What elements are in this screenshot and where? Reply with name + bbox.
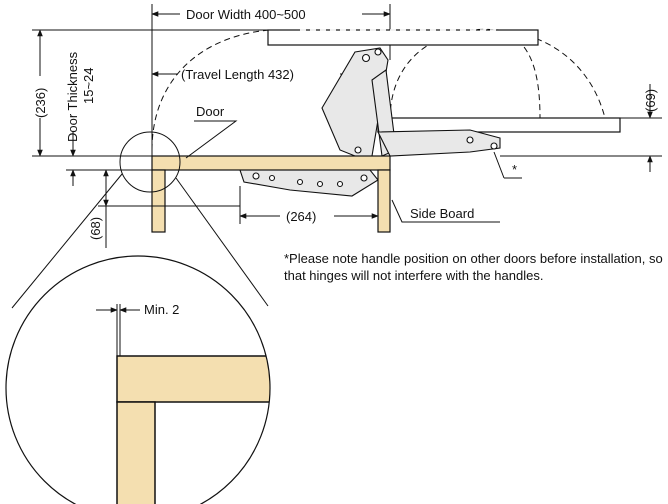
- travel-length-label: (Travel Length 432): [181, 67, 294, 82]
- width-264-dimension: (264): [239, 186, 379, 224]
- side-board-label-group: Side Board: [391, 199, 500, 223]
- magnified-side-panel: [116, 401, 156, 504]
- door-thickness-range: 15~24: [81, 67, 96, 104]
- asterisk-label: *: [512, 162, 517, 177]
- door-label: Door: [196, 104, 225, 119]
- door-thickness-dimension: Door Thickness 15~24: [65, 51, 152, 186]
- height-69-label: (69): [643, 89, 658, 112]
- travel-length-dimension: (Travel Length 432): [151, 67, 359, 82]
- left-side-panel: [151, 169, 166, 233]
- side-board-panel: [377, 169, 391, 233]
- height-236-label: (236): [33, 88, 48, 118]
- height-68-label: (68): [88, 217, 103, 240]
- height-68-dimension: (68): [88, 169, 240, 248]
- detail-callout: [11, 131, 269, 309]
- door-thickness-title: Door Thickness: [65, 51, 80, 142]
- door-panel: [151, 155, 391, 171]
- door-width-dimension: Door Width 400~500: [151, 4, 391, 156]
- door-width-label: Door Width 400~500: [186, 7, 306, 22]
- min-gap-label: Min. 2: [144, 302, 179, 317]
- open-door-panels: [267, 29, 621, 133]
- height-69-dimension: (69): [500, 84, 662, 172]
- door-label-group: Door: [185, 104, 238, 159]
- detail-magnified-view: Min. 2: [5, 255, 271, 504]
- width-264-label: (264): [286, 209, 316, 224]
- cabinet-section: [151, 155, 391, 233]
- magnified-door-panel: [116, 355, 270, 403]
- hinge-mechanism: [239, 47, 501, 197]
- side-board-label: Side Board: [410, 206, 474, 221]
- installation-note: *Please note handle position on other do…: [284, 251, 663, 283]
- height-236-dimension: (236): [32, 29, 268, 157]
- asterisk-marker-group: *: [493, 151, 522, 179]
